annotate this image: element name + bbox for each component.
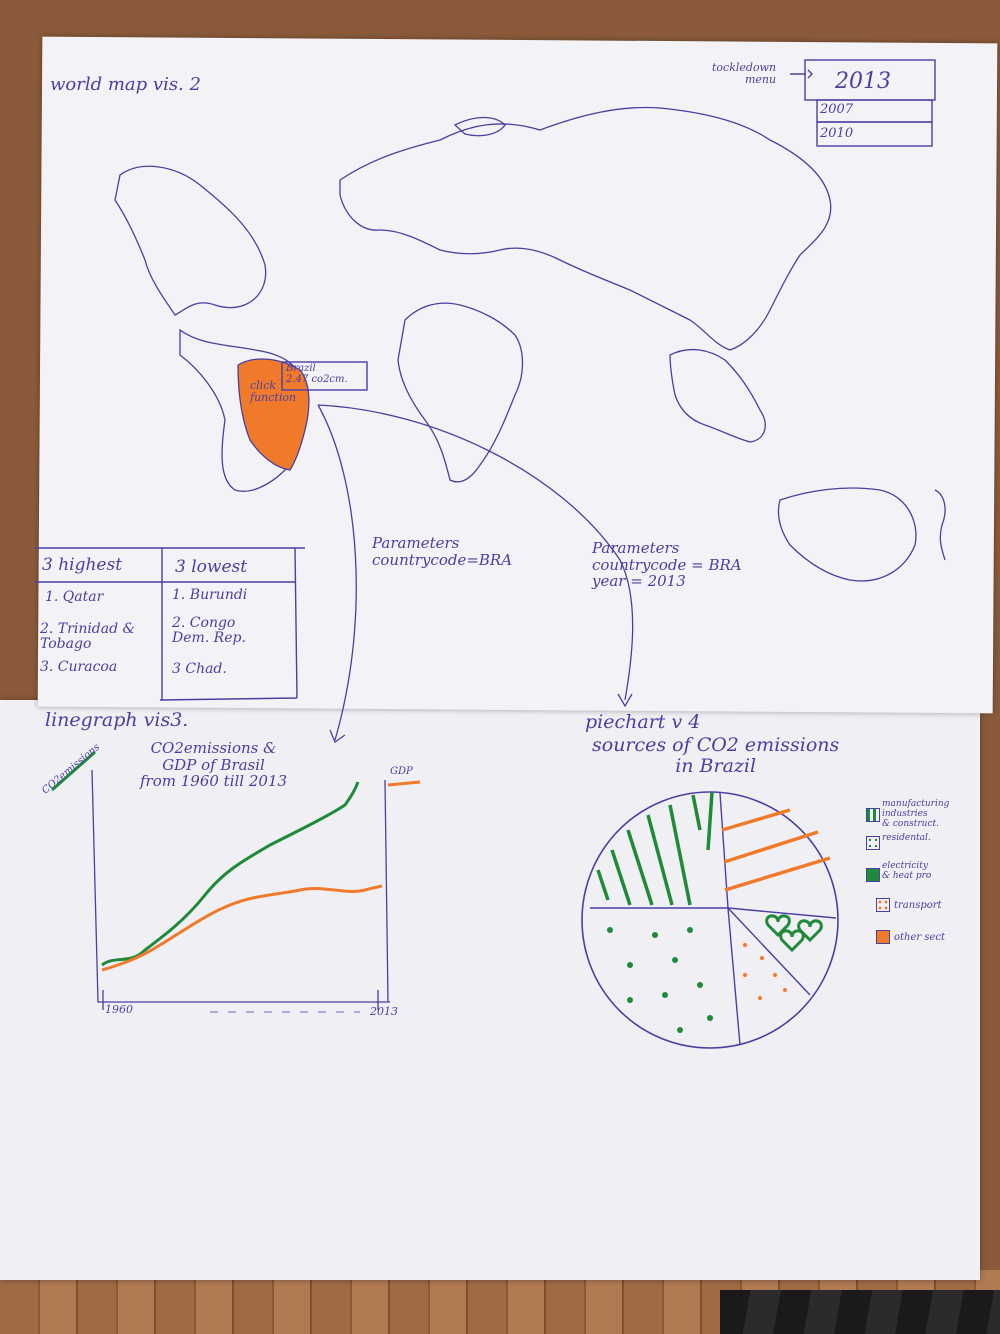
tooltip-box — [281, 361, 368, 391]
scandinavia-outline — [453, 116, 506, 137]
gdp-line — [101, 884, 383, 972]
residential-slice — [607, 927, 713, 1033]
brazil-highlight — [237, 358, 310, 471]
eurasia-outline — [339, 106, 832, 351]
africa-outline — [397, 302, 524, 483]
legend-residential: residental. — [882, 833, 931, 843]
brazil-country[interactable] — [238, 358, 310, 470]
legend-other-icon — [876, 930, 890, 944]
co2-axis-marker — [51, 750, 96, 792]
lowest-header: 3 lowest — [175, 557, 248, 577]
dropdown-option-box-2 — [816, 121, 933, 147]
highest-3: 3. Curacoa — [40, 659, 118, 675]
legend-electricity: electricity & heat pro — [882, 861, 932, 881]
brazil-tooltip: Brazil 2.47 co2cm. — [286, 363, 348, 385]
legend-residential-icon — [866, 836, 880, 850]
dropdown-selected[interactable]: 2013 — [835, 69, 891, 94]
north-america-outline — [114, 165, 267, 316]
legend-electricity-icon — [866, 868, 880, 882]
worldmap-title: world map vis. 2 — [50, 74, 201, 95]
click-function-label: click function — [250, 379, 297, 405]
electricity-slice — [765, 914, 823, 953]
legend-other: other sect — [894, 932, 946, 943]
pie-chart — [581, 791, 839, 1049]
other-sectors-slice — [721, 808, 831, 892]
linegraph-title: linegraph vis3. — [45, 709, 189, 731]
params-piechart: Parameters countrycode = BRA year = 2013 — [592, 539, 742, 590]
transport-slice — [743, 943, 787, 1000]
linegraph-axes — [91, 769, 390, 1013]
arrow-to-linegraph — [317, 404, 357, 741]
dark-fabric — [720, 1290, 1000, 1334]
dropdown-option-2007[interactable]: 2007 — [820, 102, 854, 117]
gdp-axis-label: GDP — [390, 766, 413, 777]
south-america-outline — [179, 328, 306, 492]
ranking-table-lines — [35, 547, 305, 701]
legend-transport: transport — [894, 900, 942, 911]
southeast-asia-outline — [669, 348, 766, 443]
lowest-3: 3 Chad. — [172, 661, 227, 677]
x-end-label: 2013 — [370, 1005, 398, 1018]
arrow-to-piechart — [317, 404, 634, 701]
params-linegraph: Parameters countrycode=BRA — [372, 534, 513, 569]
dropdown-label: tockledown menu — [712, 61, 777, 87]
co2-line — [101, 781, 360, 967]
legend-manufacturing-icon — [866, 808, 880, 822]
manufacturing-slice — [596, 791, 714, 906]
legend-transport-icon — [876, 898, 890, 912]
piechart-title: piechart v 4 — [585, 711, 701, 733]
highest-1: 1. Qatar — [45, 589, 104, 605]
lowest-1: 1. Burundi — [172, 587, 248, 603]
legend-manufacturing: manufacturing industries & construct. — [882, 799, 950, 829]
new-zealand-outline — [934, 489, 946, 561]
dropdown-option-2010[interactable]: 2010 — [820, 126, 854, 141]
australia-outline — [777, 487, 917, 582]
gdp-axis-marker — [387, 780, 421, 787]
piechart-subtitle: sources of CO2 emissions in Brazil — [592, 734, 840, 777]
x-start-label: 1960 — [105, 1003, 133, 1016]
highest-2: 2. Trinidad & Tobago — [40, 621, 135, 653]
highest-header: 3 highest — [42, 555, 123, 575]
linegraph-subtitle: CO2emissions & GDP of Brasil from 1960 t… — [140, 739, 288, 790]
lowest-2: 2. Congo Dem. Rep. — [172, 615, 246, 647]
